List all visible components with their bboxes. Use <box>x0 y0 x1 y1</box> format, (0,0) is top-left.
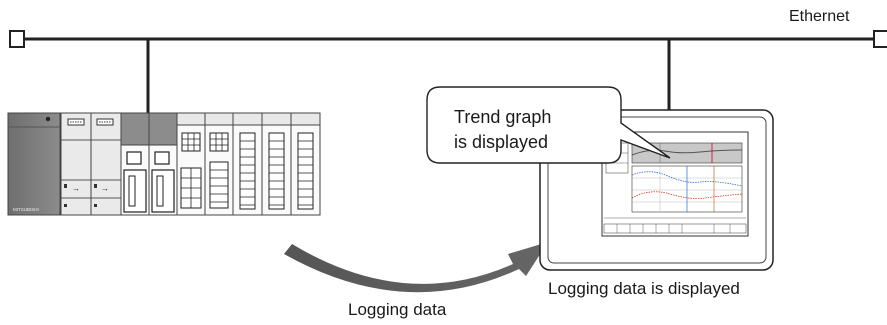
cpu-module-2: → <box>90 112 122 216</box>
svg-text:→: → <box>101 184 109 193</box>
callout-line-2: is displayed <box>454 132 549 152</box>
ethernet-module-1 <box>120 112 150 216</box>
got-caption: Logging data is displayed <box>548 279 740 298</box>
trend-line-red <box>631 191 743 199</box>
plc-rack: MITSUBISHI → → <box>7 112 321 216</box>
ethernet-module-2 <box>148 112 178 216</box>
trend-line-blue <box>631 171 743 187</box>
io-module-4 <box>261 112 292 216</box>
svg-text:→: → <box>72 184 80 193</box>
screen-button-bar <box>603 223 747 234</box>
trend-graph-callout <box>426 86 671 164</box>
arrow-label: Logging data <box>348 300 447 319</box>
ethernet-label: Ethernet <box>789 8 850 25</box>
callout-line-1: Trend graph <box>454 107 552 127</box>
cpu-module-1: → <box>60 112 92 216</box>
io-module-5 <box>290 112 321 216</box>
callout-text: Trend graph is displayed <box>454 105 604 155</box>
plc-brand-text: MITSUBISHI <box>13 207 39 212</box>
bus-terminator-right <box>873 30 887 48</box>
bus-terminator-left <box>9 30 25 48</box>
ethernet-bus <box>9 30 887 113</box>
io-module-1 <box>176 112 206 216</box>
got-screen <box>601 131 749 237</box>
io-module-3 <box>232 112 263 216</box>
logging-data-arrow <box>284 242 548 293</box>
io-module-2 <box>204 112 234 216</box>
power-supply-module <box>7 112 61 216</box>
power-led-icon <box>45 116 51 122</box>
